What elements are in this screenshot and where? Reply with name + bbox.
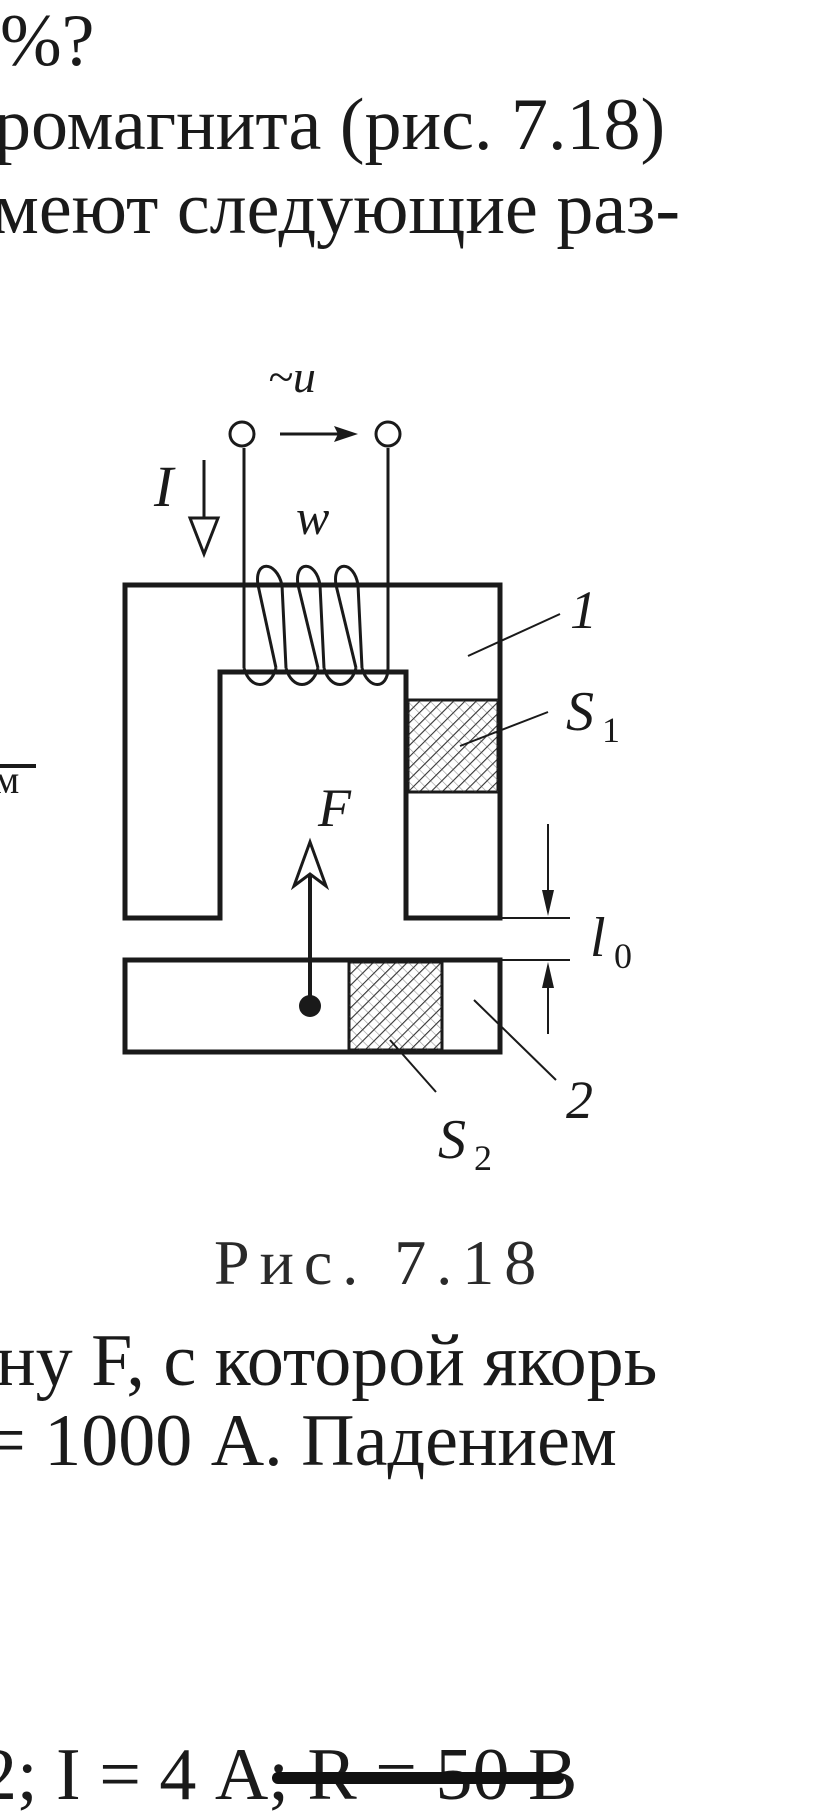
label-force: F xyxy=(317,778,352,838)
leader-s1 xyxy=(459,711,549,747)
label-gap-sub: 0 xyxy=(614,936,632,976)
text-line-1: %? xyxy=(0,0,95,82)
label-s1-sub: 1 xyxy=(602,710,620,750)
force-application-point xyxy=(299,995,321,1017)
voltage-arrow xyxy=(280,426,358,442)
label-armature: 2 xyxy=(566,1070,593,1130)
label-core: 1 xyxy=(570,580,597,640)
label-current: I xyxy=(153,454,176,519)
magnetic-core xyxy=(122,582,503,921)
label-s1: S xyxy=(566,681,594,743)
coil-winding xyxy=(242,448,390,686)
force-arrow xyxy=(290,837,330,1017)
leader-core xyxy=(467,613,561,657)
home-indicator[interactable] xyxy=(272,1772,564,1784)
text-line-2: ромагнита (рис. 7.18) xyxy=(0,84,666,166)
figure-caption: Рис. 7.18 xyxy=(214,1227,547,1298)
label-s2-sub: 2 xyxy=(474,1138,492,1178)
label-voltage: ~u xyxy=(268,351,316,402)
leader-armature xyxy=(473,999,557,1081)
left-fragment: м xyxy=(0,757,20,802)
text-line-5: = 1000 А. Падением xyxy=(0,1400,617,1482)
leader-s2 xyxy=(389,1039,437,1093)
label-s2: S xyxy=(438,1109,466,1171)
label-gap: l xyxy=(590,907,606,969)
terminal-left xyxy=(228,420,256,448)
terminal-right xyxy=(374,420,402,448)
current-arrow xyxy=(187,460,221,559)
gap-dimension xyxy=(500,824,570,1034)
label-turns: w xyxy=(296,489,329,545)
text-line-4: ну F, с которой якорь xyxy=(0,1320,658,1402)
text-line-3: меют следующие раз- xyxy=(0,168,681,250)
